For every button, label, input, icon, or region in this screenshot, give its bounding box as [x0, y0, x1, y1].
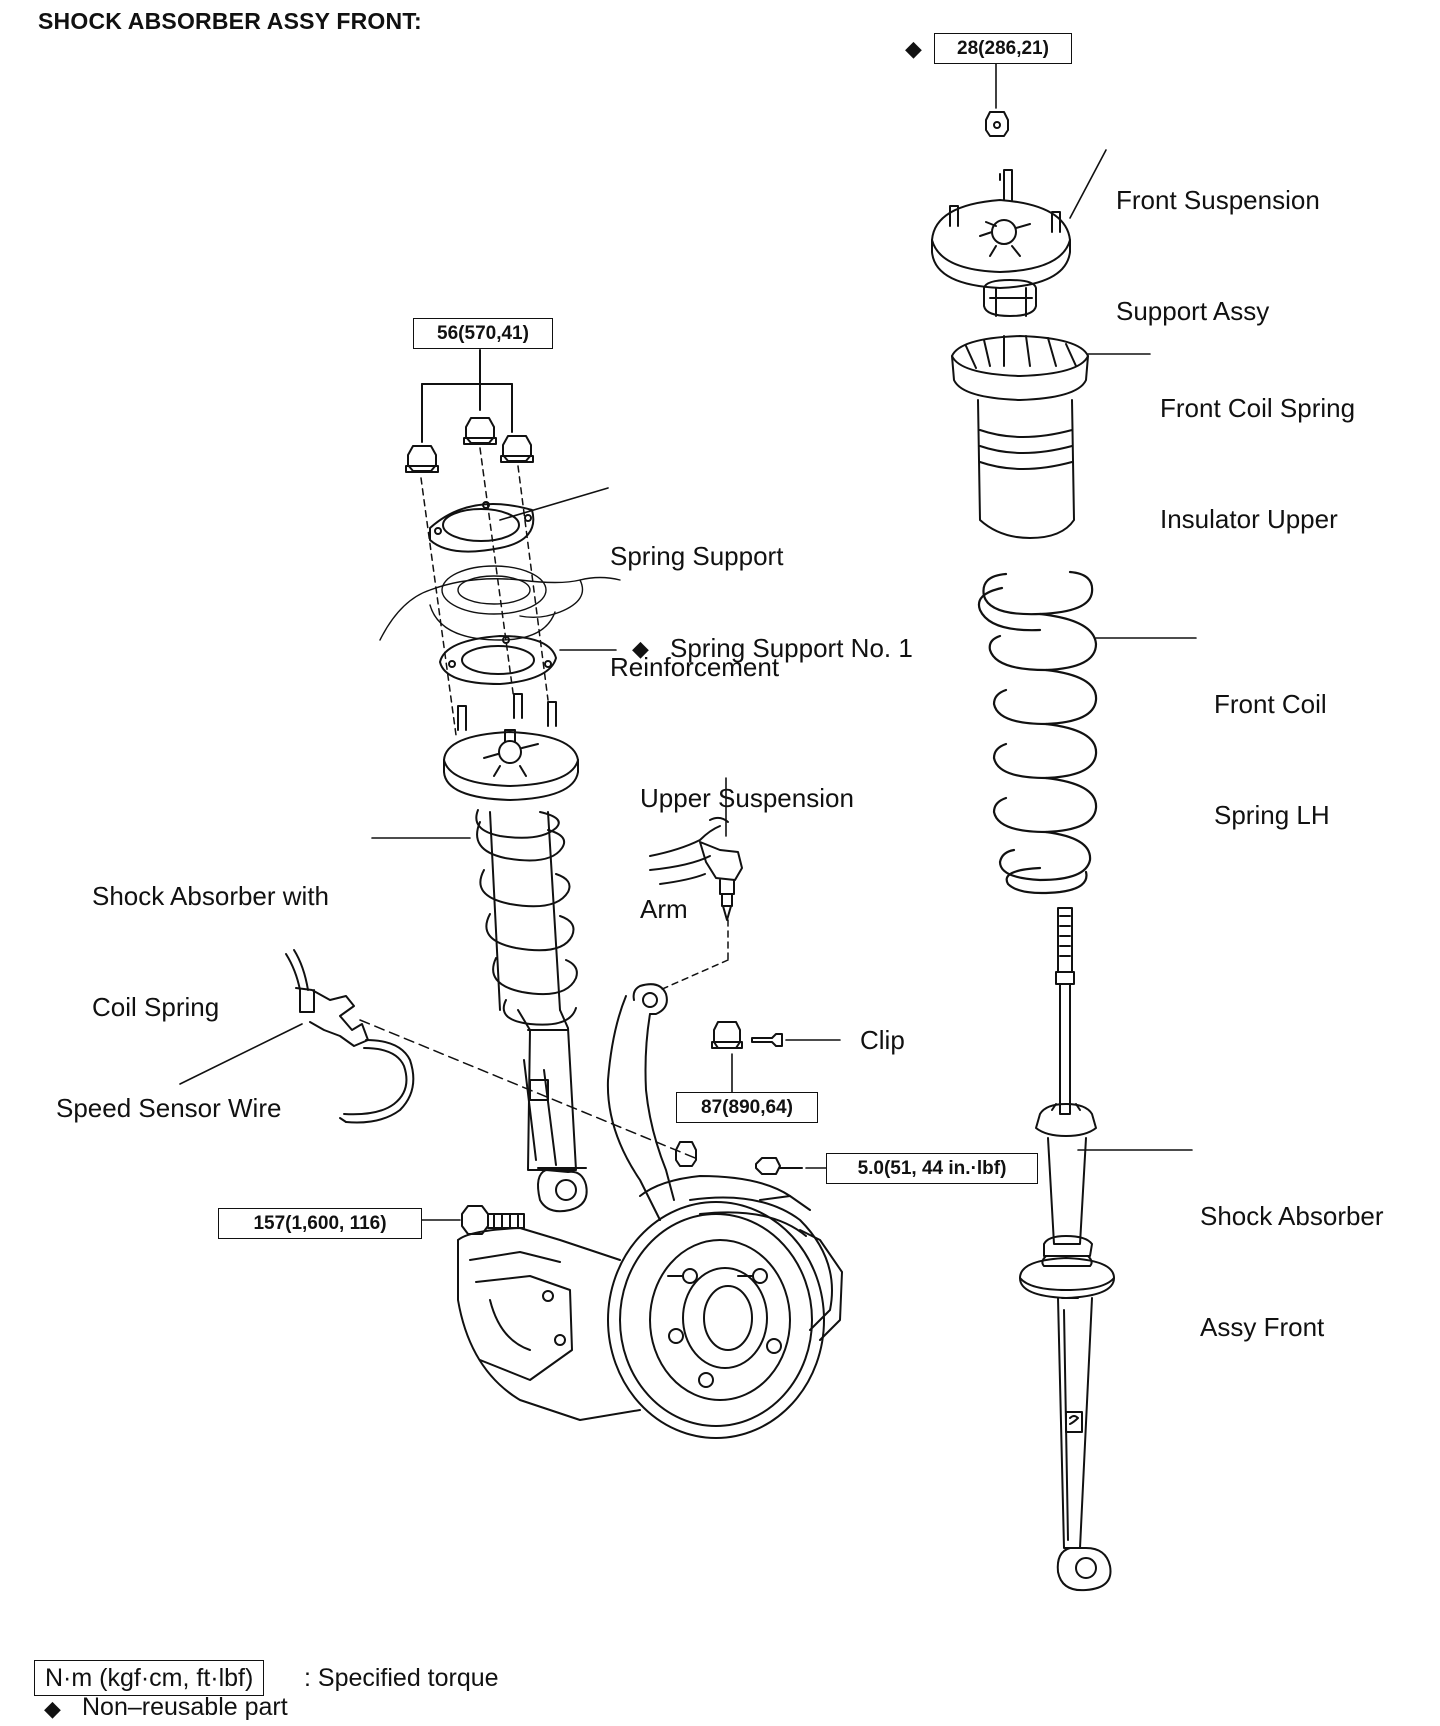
torque-lower-bolt: 157(1,600, 116)	[218, 1208, 422, 1239]
upper-mount-nut-leaders	[421, 349, 513, 443]
label-spring-support-no1: Spring Support No. 1	[670, 633, 913, 663]
front-coil-spring-insulator-upper	[951, 335, 1089, 539]
support-assy-leader	[1069, 149, 1107, 219]
legend-diamond: ◆	[44, 1696, 61, 1721]
torque-arm-nut: 87(890,64)	[676, 1092, 818, 1123]
legend-torque-desc: : Specified torque	[304, 1664, 499, 1692]
upper-mount-nuts	[405, 417, 534, 473]
label-line: Reinforcement	[610, 652, 780, 682]
label-line: Upper Suspension	[640, 783, 854, 813]
reinforcement-leader	[499, 487, 609, 521]
speed-sensor-wire	[179, 949, 415, 1124]
steering-knuckle	[606, 983, 675, 1221]
label-front-coil-spring-lh: Front Coil Spring LH	[1214, 612, 1330, 908]
stud-centerlines	[420, 447, 549, 736]
brake-hub-assembly	[457, 1175, 843, 1439]
label-spring-support-reinforcement: Spring Support Reinforcement	[610, 464, 783, 760]
clip-part	[751, 1033, 783, 1047]
shock-absorber-assy-front	[1019, 907, 1115, 1592]
label-line: Spring Support	[610, 541, 784, 571]
label-line: Assy Front	[1200, 1312, 1325, 1342]
label-line: Support Assy	[1116, 296, 1270, 326]
label-line: Arm	[640, 894, 688, 924]
label-line: Coil Spring	[92, 992, 220, 1022]
page-title: SHOCK ABSORBER ASSY FRONT:	[38, 8, 422, 34]
torque-top-nut: 28(286,21)	[934, 33, 1072, 64]
label-line: Shock Absorber with	[92, 881, 330, 911]
torque-sensor-bolt: 5.0(51, 44 in.·lbf)	[826, 1153, 1038, 1184]
sensor-bolt-centerline	[359, 1019, 701, 1161]
torque-upper-mount-nuts: 56(570,41)	[413, 318, 553, 349]
non-reusable-diamond-top: ◆	[905, 36, 922, 61]
label-line: Spring LH	[1214, 800, 1330, 830]
label-front-suspension-support: Front Suspension Support Assy	[1116, 108, 1320, 404]
label-shock-absorber-with-coil: Shock Absorber with Coil Spring	[92, 804, 329, 1100]
top-nut	[985, 111, 1009, 137]
spring-support-no1-plate	[439, 635, 557, 685]
label-line: Insulator Upper	[1160, 504, 1338, 534]
body-mount-outline	[379, 565, 621, 641]
arm-nut	[711, 1021, 743, 1049]
label-clip: Clip	[860, 1025, 905, 1055]
sensor-bolt	[755, 1157, 803, 1175]
upper-suspension-arm	[649, 777, 743, 921]
arm-centerline-2	[659, 959, 729, 991]
front-suspension-support-assy	[931, 169, 1071, 317]
label-line: Front Suspension	[1116, 185, 1320, 215]
legend-torque-units: N·m (kgf·cm, ft·lbf)	[34, 1660, 265, 1696]
non-reusable-diamond-spring-support: ◆	[632, 636, 649, 661]
legend-non-reusable-desc: Non–reusable part	[82, 1693, 288, 1721]
knuckle-nut	[675, 1141, 697, 1167]
label-line: Front Coil	[1214, 689, 1327, 719]
label-front-coil-spring-insulator: Front Coil Spring Insulator Upper	[1160, 316, 1355, 612]
left-shock-body	[489, 811, 588, 1213]
label-speed-sensor-wire: Speed Sensor Wire	[56, 1093, 282, 1123]
label-shock-absorber-assy-front: Shock Absorber Assy Front	[1200, 1124, 1384, 1420]
left-coil-spring	[475, 809, 578, 1026]
lower-bolt	[461, 1205, 525, 1235]
front-coil-spring-lh	[977, 570, 1098, 895]
label-line: Front Coil Spring	[1160, 393, 1356, 423]
label-line: Shock Absorber	[1200, 1201, 1384, 1231]
left-top-mount	[443, 693, 579, 801]
spring-support-reinforcement-plate	[429, 501, 535, 553]
label-upper-suspension-arm: Upper Suspension Arm	[640, 706, 854, 1002]
